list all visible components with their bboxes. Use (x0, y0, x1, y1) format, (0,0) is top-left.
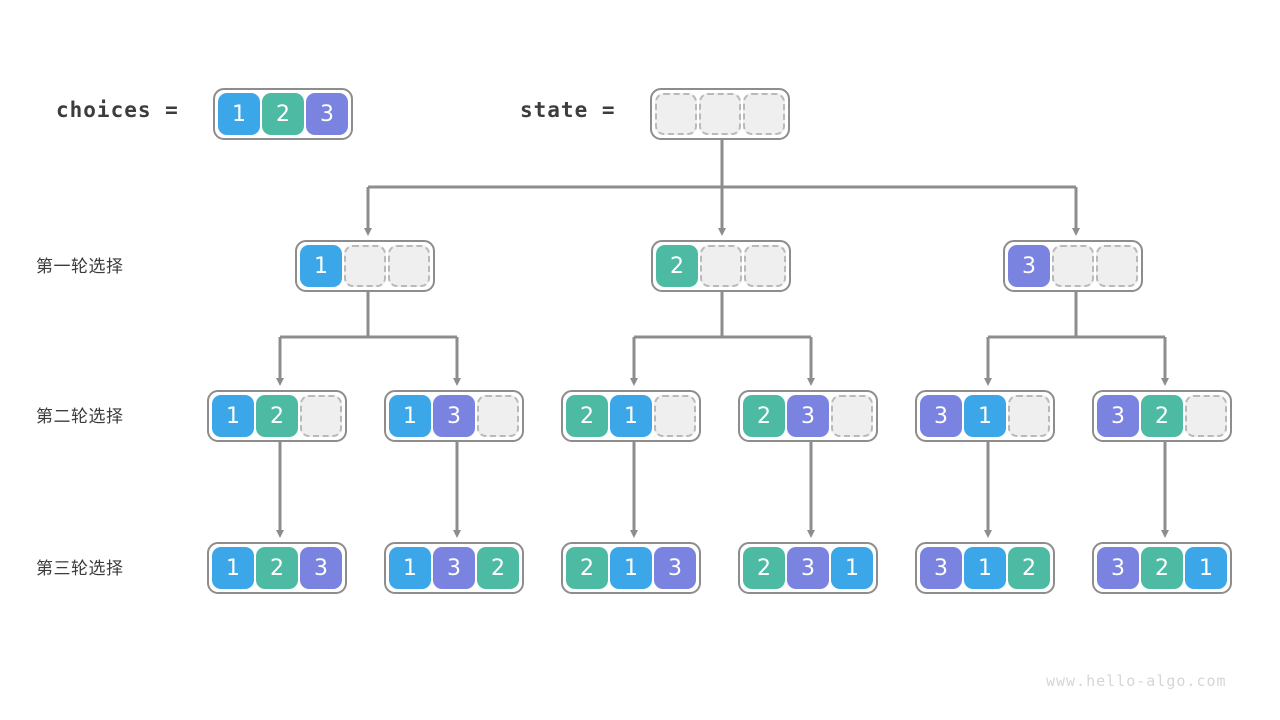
state-array (650, 88, 790, 140)
r3n4-cell-2: 1 (831, 547, 873, 589)
r1n3-cell-2 (1096, 245, 1138, 287)
r2n5-cell-1: 1 (964, 395, 1006, 437)
r2n1-cell-2 (300, 395, 342, 437)
state-cell-0 (655, 93, 697, 135)
r1n2-cell-2 (744, 245, 786, 287)
r3n6-cell-2: 1 (1185, 547, 1227, 589)
r2n2-cell-2 (477, 395, 519, 437)
state-cell-1 (699, 93, 741, 135)
r2n2-cell-1: 3 (433, 395, 475, 437)
r2n5-cell-2 (1008, 395, 1050, 437)
row-label-round-3: 第三轮选择 (36, 559, 124, 579)
watermark: www.hello-algo.com (1046, 672, 1227, 690)
r3n5-cell-2: 2 (1008, 547, 1050, 589)
r2n6-cell-0: 3 (1097, 395, 1139, 437)
r3n2-cell-2: 2 (477, 547, 519, 589)
r3n6-cell-1: 2 (1141, 547, 1183, 589)
r1n3-cell-1 (1052, 245, 1094, 287)
r3n6-cell-0: 3 (1097, 547, 1139, 589)
state-cell-2 (743, 93, 785, 135)
choices-cell-0: 1 (218, 93, 260, 135)
r2n2-cell-0: 1 (389, 395, 431, 437)
r2n3-cell-1: 1 (610, 395, 652, 437)
r2n3-cell-0: 2 (566, 395, 608, 437)
r2n1-cell-1: 2 (256, 395, 298, 437)
r3n5-cell-0: 3 (920, 547, 962, 589)
r2n6-cell-1: 2 (1141, 395, 1183, 437)
r3n2-cell-0: 1 (389, 547, 431, 589)
r1n1-cell-1 (344, 245, 386, 287)
row-label-round-1: 第一轮选择 (36, 257, 124, 277)
r3n4-cell-0: 2 (743, 547, 785, 589)
r3n3-cell-0: 2 (566, 547, 608, 589)
r2n4-cell-0: 2 (743, 395, 785, 437)
r3n3-cell-2: 3 (654, 547, 696, 589)
r2n6-cell-2 (1185, 395, 1227, 437)
r2n4-cell-1: 3 (787, 395, 829, 437)
r1n1-cell-2 (388, 245, 430, 287)
r1n2-cell-0: 2 (656, 245, 698, 287)
r3n5-cell-1: 1 (964, 547, 1006, 589)
choices-cell-2: 3 (306, 93, 348, 135)
r2n5-cell-0: 3 (920, 395, 962, 437)
state-label: state = (520, 98, 616, 122)
state-node-r1-3: 3 (1003, 240, 1143, 292)
row-label-round-2: 第二轮选择 (36, 407, 124, 427)
r3n1-cell-2: 3 (300, 547, 342, 589)
r3n4-cell-1: 3 (787, 547, 829, 589)
r2n3-cell-2 (654, 395, 696, 437)
r3n2-cell-1: 3 (433, 547, 475, 589)
r3n1-cell-0: 1 (212, 547, 254, 589)
r3n1-cell-1: 2 (256, 547, 298, 589)
r2n4-cell-2 (831, 395, 873, 437)
r2n1-cell-0: 1 (212, 395, 254, 437)
choices-label: choices = (56, 98, 179, 122)
r1n1-cell-0: 1 (300, 245, 342, 287)
r1n2-cell-1 (700, 245, 742, 287)
r1n3-cell-0: 3 (1008, 245, 1050, 287)
state-node-r1-1: 1 (295, 240, 435, 292)
choices-cell-1: 2 (262, 93, 304, 135)
r3n3-cell-1: 1 (610, 547, 652, 589)
state-node-r1-2: 2 (651, 240, 791, 292)
